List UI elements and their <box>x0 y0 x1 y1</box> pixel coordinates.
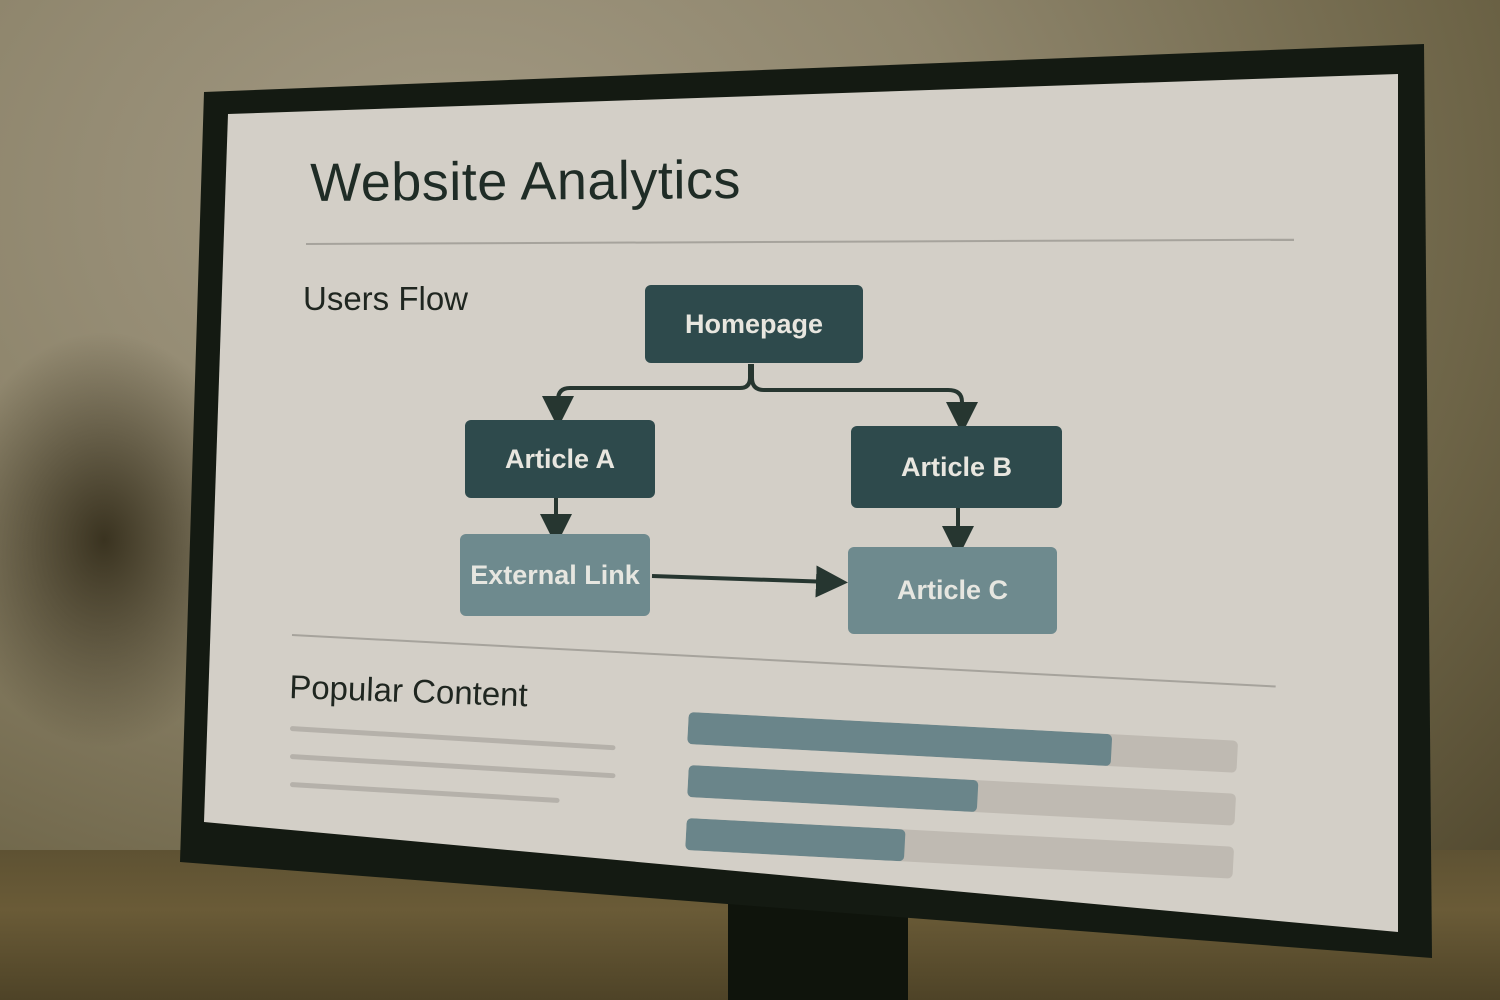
node-label: Homepage <box>684 308 824 339</box>
flow-node-homepage[interactable]: Homepage <box>645 285 863 363</box>
node-label: Article C <box>896 575 1009 605</box>
node-label: Article B <box>900 451 1013 482</box>
node-label: Article A <box>504 443 616 474</box>
flow-node-article-c[interactable]: Article C <box>848 547 1057 634</box>
flow-node-article-a[interactable]: Article A <box>465 420 655 498</box>
flow-node-article-b[interactable]: Article B <box>851 426 1062 508</box>
users-flow-heading: Users Flow <box>303 280 469 317</box>
flow-node-external-link[interactable]: External Link <box>460 534 650 616</box>
node-label: External Link <box>470 559 640 590</box>
